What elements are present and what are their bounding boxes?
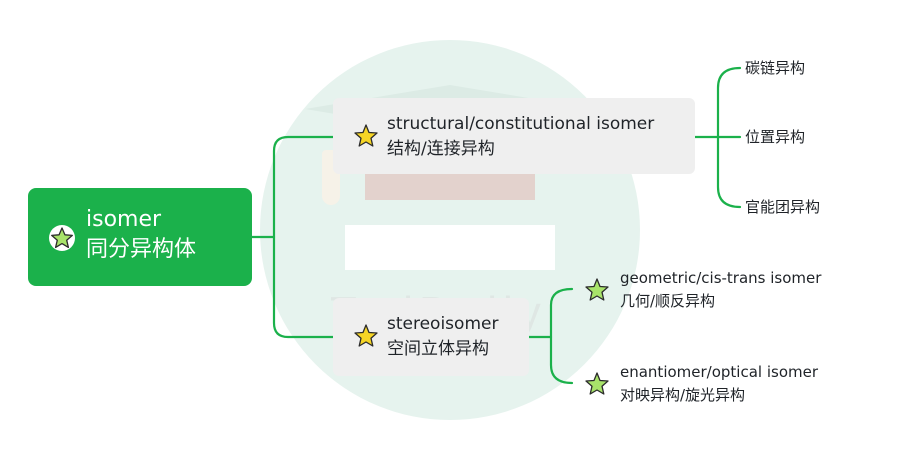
stereoisomer-node[interactable]: stereoisomer 空间立体异构 <box>333 298 529 376</box>
structural-label: structural/constitutional isomer 结构/连接异构 <box>387 112 654 162</box>
leaf-enantiomer[interactable]: enantiomer/optical isomer 对映异构/旋光异构 <box>584 361 854 409</box>
leaf-label: geometric/cis-trans isomer 几何/顺反异构 <box>620 267 821 313</box>
leaf-geometric[interactable]: geometric/cis-trans isomer 几何/顺反异构 <box>584 267 854 315</box>
star-icon <box>353 323 379 349</box>
star-icon <box>584 371 610 397</box>
leaf-carbon-chain[interactable]: 碳链异构 <box>745 57 805 80</box>
connector-stereo-branch <box>549 287 574 385</box>
structural-isomer-node[interactable]: structural/constitutional isomer 结构/连接异构 <box>333 98 695 174</box>
leaf-label-zh: 对映异构/旋光异构 <box>620 386 746 404</box>
leaf-label: 位置异构 <box>745 128 806 146</box>
watermark-scroll <box>345 225 555 270</box>
star-icon <box>48 224 76 252</box>
root-label-en: isomer <box>86 207 162 232</box>
stereo-label-zh: 空间立体异构 <box>387 339 489 359</box>
leaf-label: 碳链异构 <box>745 59 806 77</box>
stereo-label: stereoisomer 空间立体异构 <box>387 312 498 362</box>
leaf-label: enantiomer/optical isomer 对映异构/旋光异构 <box>620 361 818 407</box>
leaf-functional-group[interactable]: 官能团异构 <box>745 196 820 219</box>
root-label: isomer 同分异构体 <box>86 205 196 265</box>
structural-label-en: structural/constitutional isomer <box>387 114 655 134</box>
root-node[interactable]: isomer 同分异构体 <box>28 188 252 286</box>
structural-label-zh: 结构/连接异构 <box>387 139 495 159</box>
leaf-position[interactable]: 位置异构 <box>745 126 805 149</box>
star-icon <box>353 123 379 149</box>
leaf-label-en: enantiomer/optical isomer <box>620 363 819 381</box>
leaf-label: 官能团异构 <box>745 198 821 216</box>
leaf-label-zh: 几何/顺反异构 <box>620 292 716 310</box>
stereo-label-en: stereoisomer <box>387 314 499 334</box>
leaf-label-en: geometric/cis-trans isomer <box>620 269 822 287</box>
star-icon <box>584 277 610 303</box>
connector-root-branch <box>272 135 335 339</box>
root-label-zh: 同分异构体 <box>86 237 197 262</box>
